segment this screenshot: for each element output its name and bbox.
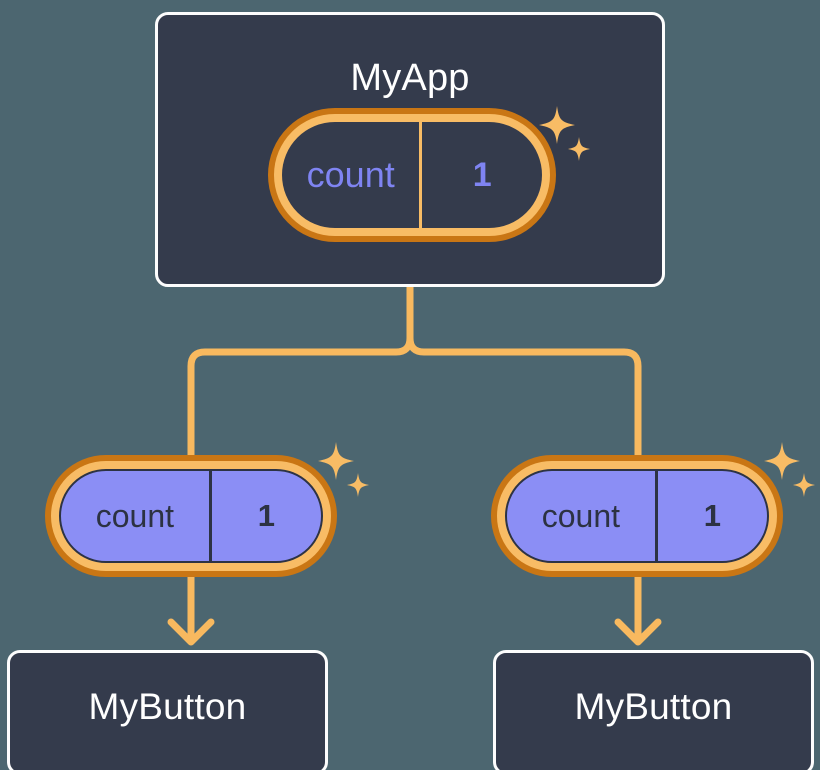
sparkle-four-point-large-icon bbox=[764, 442, 800, 480]
prop-pill-right[interactable]: count 1 bbox=[491, 455, 783, 577]
pill-body: count 1 bbox=[59, 469, 323, 563]
component-box-mybutton-left[interactable]: MyButton bbox=[7, 650, 328, 770]
component-title-mybutton-left: MyButton bbox=[88, 686, 247, 727]
pill-ring-inner: count 1 bbox=[51, 461, 331, 571]
prop-key-label: count bbox=[507, 471, 658, 561]
prop-value-label: 1 bbox=[257, 498, 276, 533]
sparkle-four-point-small-icon bbox=[793, 473, 815, 497]
prop-key-label: count bbox=[61, 471, 212, 561]
arrow-head-right bbox=[614, 618, 662, 646]
component-title-myapp: MyApp bbox=[350, 57, 470, 99]
sparkle-four-point-small-icon bbox=[347, 473, 369, 497]
pill-body: count 1 bbox=[282, 122, 542, 228]
state-pill-myapp[interactable]: count 1 bbox=[268, 108, 556, 242]
prop-value-label: 1 bbox=[703, 498, 722, 533]
arrow-head-left bbox=[167, 618, 215, 646]
state-key-label: count bbox=[282, 122, 423, 228]
pill-ring-inner: count 1 bbox=[497, 461, 777, 571]
pill-body: count 1 bbox=[505, 469, 769, 563]
prop-pill-left[interactable]: count 1 bbox=[45, 455, 337, 577]
component-title-mybutton-right: MyButton bbox=[574, 686, 733, 727]
pill-ring-inner: count 1 bbox=[274, 114, 550, 236]
component-box-mybutton-right[interactable]: MyButton bbox=[493, 650, 814, 770]
sparkle-four-point-large-icon bbox=[318, 442, 354, 480]
state-value-label: 1 bbox=[472, 155, 492, 194]
